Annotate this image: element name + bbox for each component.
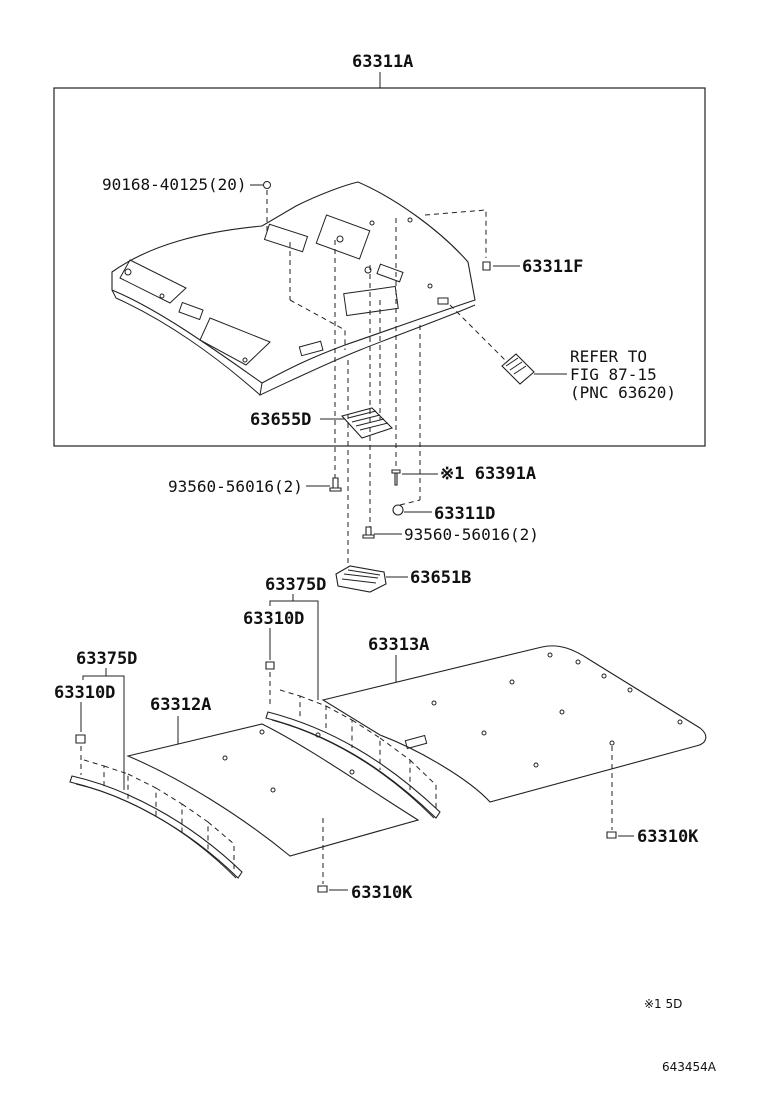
clip-63311F-icon [482,261,491,271]
label-63312A: 63312A [150,695,211,715]
screw-63391A-icon [391,469,401,486]
label-93560-a: 93560-56016(2) [168,477,303,496]
assembly-frame [53,87,706,447]
refer-line-1: REFER TO [570,347,647,366]
clip-63310K-b-icon [606,831,617,839]
headliner-panel [111,181,476,396]
label-63311A: 63311A [352,52,413,72]
figure-id: 643454A [662,1060,717,1074]
roof-panel-63313A [321,645,707,803]
label-63311F: 63311F [522,257,583,277]
clip-93560-b-icon [362,526,375,539]
label-63310D-a: 63310D [54,683,115,703]
footnote: ※1 5D [644,997,682,1011]
clip-63311D-icon [392,504,404,516]
pad-63651B-icon [335,565,387,593]
label-63311D: 63311D [434,504,495,524]
clip-93560-a-icon [329,477,342,492]
label-63391A: ※1 63391A [440,464,536,484]
label-63310D-b: 63310D [243,609,304,629]
label-90168-40125: 90168-40125(20) [102,175,247,194]
label-93560-b: 93560-56016(2) [404,525,539,544]
label-63313A: 63313A [368,635,429,655]
screw-icon [263,181,271,189]
label-63651B: 63651B [410,568,471,588]
label-63375D-b: 63375D [265,575,326,595]
pad-63655D-icon [340,407,394,439]
clip-63310K-a-icon [317,885,328,893]
label-63655D: 63655D [250,410,311,430]
refer-line-2: FIG 87-15 [570,365,657,384]
label-63375D-a: 63375D [76,649,137,669]
refer-line-3: (PNC 63620) [570,383,676,402]
clip-63310D-a-icon [75,734,86,744]
rail-middle [265,711,441,819]
roof-panel-63312A [126,723,420,857]
label-63310K-b: 63310K [637,827,699,847]
label-63310K-a: 63310K [351,883,413,903]
clip-63310D-b-icon [265,661,275,670]
lamp-63620-icon [501,353,535,385]
